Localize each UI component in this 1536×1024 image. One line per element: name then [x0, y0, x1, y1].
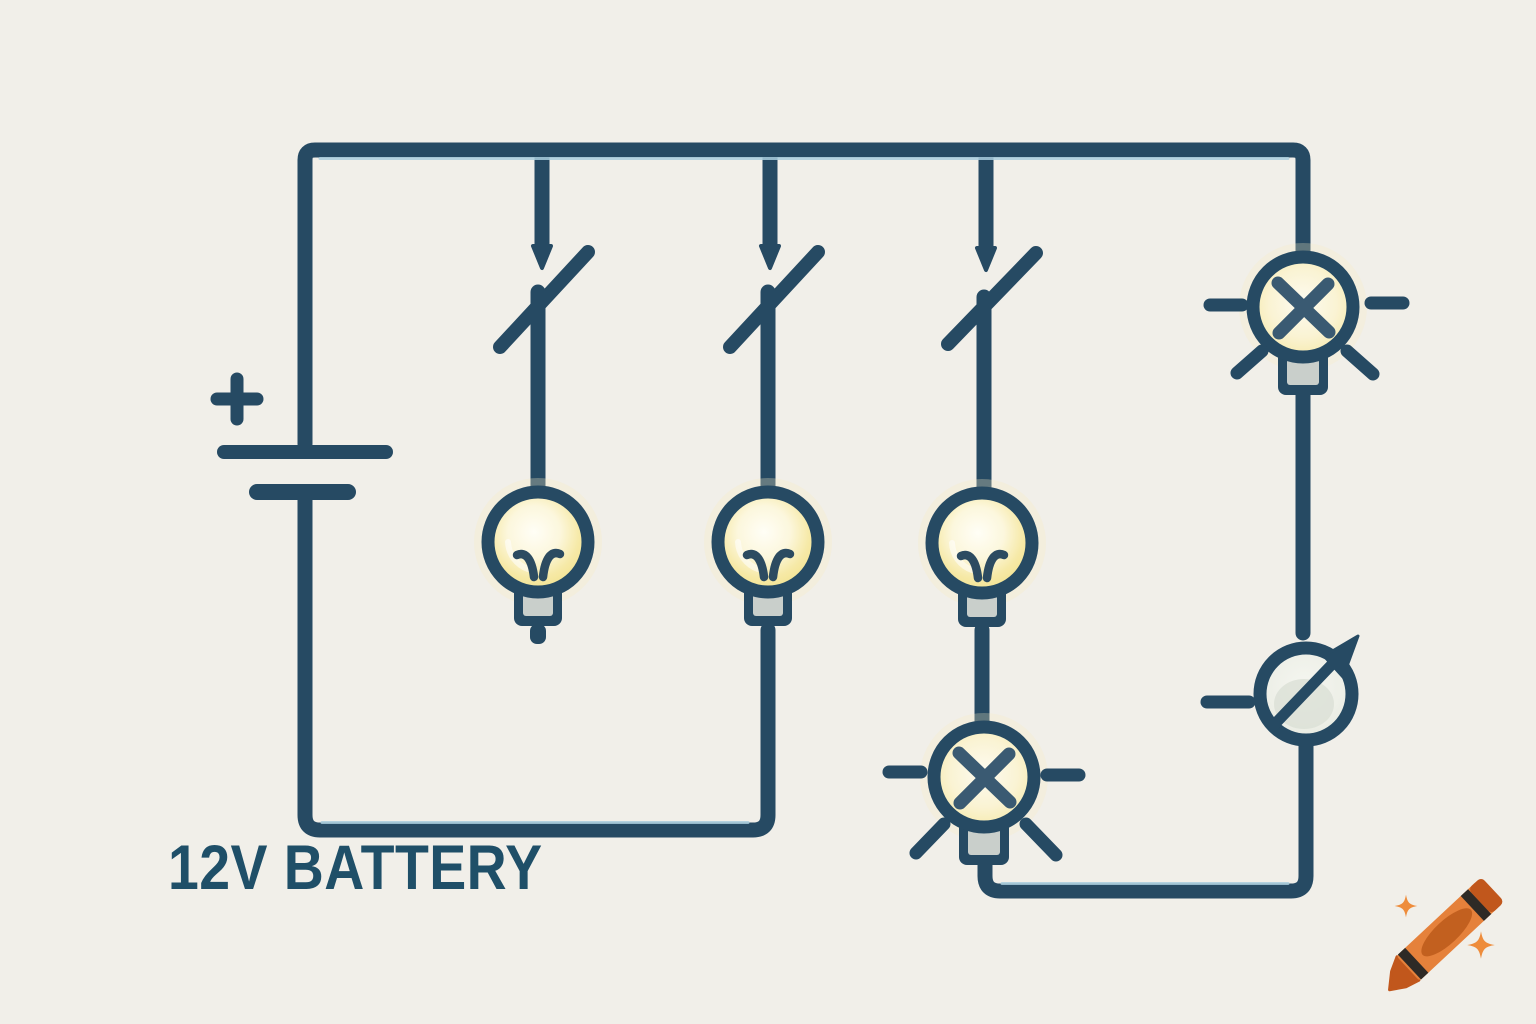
crayon-end-cap [1470, 878, 1503, 912]
wire-bottom-left-return [297, 490, 776, 838]
crayon-logo [1388, 878, 1503, 992]
bulb-3-glass [925, 486, 1039, 600]
ray-lower-left [1230, 344, 1269, 380]
burned-bulb-bottom-socket-band [968, 827, 1000, 855]
ray-lower-right [1019, 817, 1063, 862]
ray-lower-left [909, 817, 951, 860]
rotary-dial [1200, 634, 1360, 747]
bulb-1-filament [512, 548, 565, 582]
sparkle-icon-right [1467, 931, 1495, 959]
wire-highlights [318, 157, 1290, 885]
bulb-2-glass [711, 485, 825, 599]
bulb-2-filament [742, 548, 795, 582]
crayon-stripe-near-end [1460, 889, 1492, 921]
switch-stub-tips [531, 244, 997, 272]
crayon-stripe-near-tip [1397, 947, 1429, 980]
bulb-1 [474, 478, 602, 644]
burned-bulb-bottom-rays [882, 765, 1086, 862]
bulb-2-glass-highlight [735, 539, 761, 572]
bulb-3-glass-highlight [949, 540, 975, 573]
dial-needle-arrowhead [1322, 634, 1360, 679]
battery-label: 12V BATTERY [168, 833, 543, 903]
sparkle-icon-left [1394, 894, 1418, 918]
wire-bottom-right-return [977, 734, 1314, 899]
battery-plus-symbol [210, 372, 264, 426]
burned-bulb-right-rays [1203, 296, 1410, 381]
switch-3-contact-tip [975, 246, 997, 272]
ray-lower-right [1340, 344, 1380, 381]
bulb-3-filament [956, 549, 1009, 583]
battery-symbol [210, 372, 393, 500]
switch-2-contact-tip [759, 244, 781, 270]
bulb-3 [918, 479, 1046, 627]
bulb-1-end-nub [530, 624, 546, 644]
burned-out-bulb-right [1203, 243, 1410, 395]
burned-bulb-right-socket-band [1287, 357, 1319, 385]
burned-bulb-right-x-mark [1271, 276, 1336, 340]
switch-1-contact-tip [531, 244, 553, 270]
dial-needle [1267, 650, 1346, 732]
wire-top-bus [297, 142, 1311, 452]
burned-out-bulb-bottom [882, 713, 1086, 865]
bulb-2 [704, 478, 832, 626]
circuit-wires [297, 142, 1314, 899]
switch-3-blade [941, 246, 1043, 351]
bulb-1-glass-highlight [505, 539, 531, 572]
crayon-label-oval [1421, 908, 1473, 957]
bulb-1-glass [481, 485, 595, 599]
burned-bulb-bottom-x-mark [952, 746, 1017, 810]
